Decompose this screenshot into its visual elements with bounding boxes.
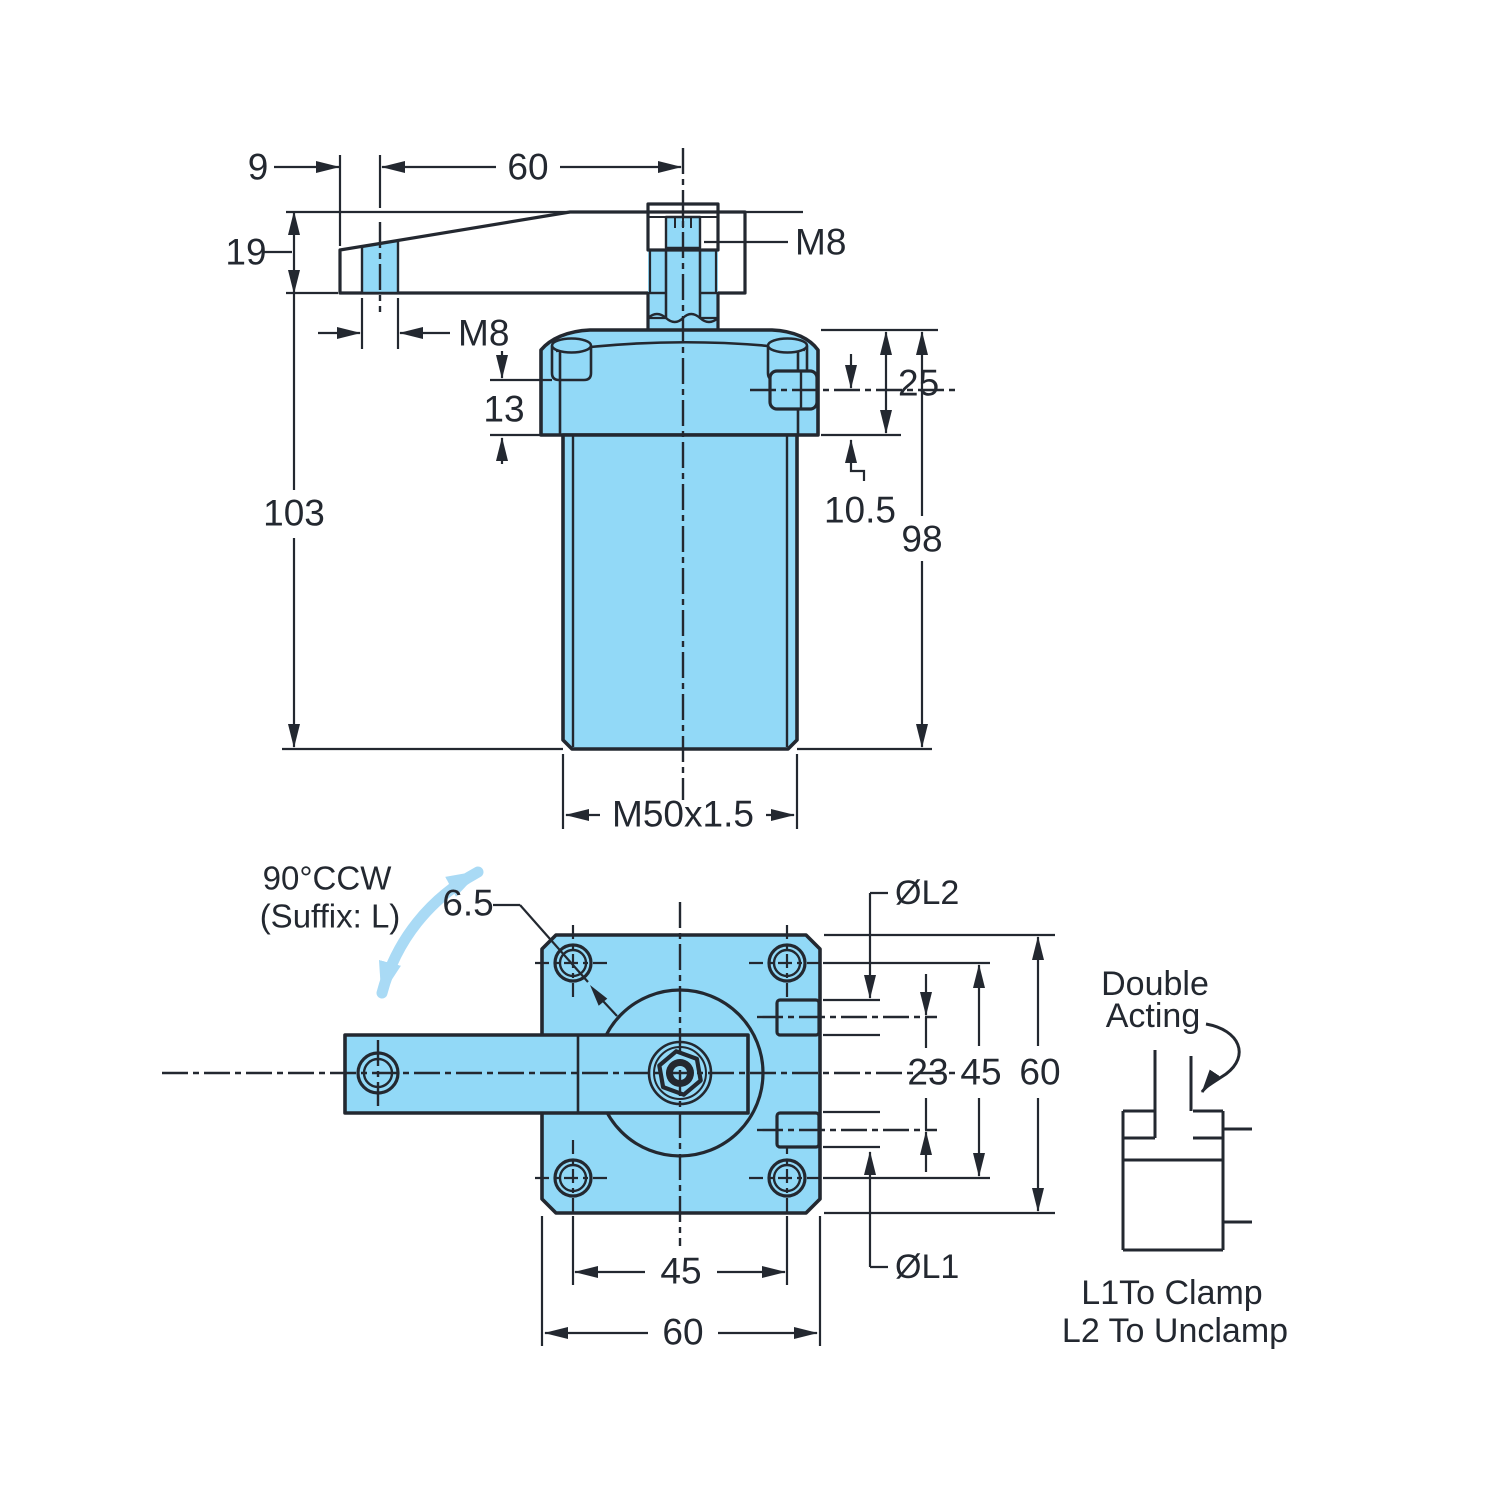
- dim-45-right-label: 45: [960, 1052, 1001, 1093]
- dim-60-bottom-label: 60: [662, 1312, 703, 1353]
- dim-60-right-label: 60: [1019, 1052, 1060, 1093]
- head-lug-left: [550, 346, 593, 382]
- dim-45-bottom-label: 45: [660, 1251, 701, 1292]
- air-ports: [775, 998, 821, 1149]
- rotation-annotation: 90°CCW (Suffix: L): [260, 860, 484, 999]
- mounting-hole: [535, 1140, 611, 1216]
- dim-23-label: 23: [907, 1052, 948, 1093]
- rotation-arrow: [376, 866, 484, 999]
- dim-19-label: 19: [225, 232, 266, 273]
- cylinder-head: [539, 328, 820, 437]
- dia-l2-label: ØL2: [895, 874, 959, 912]
- dim-9-label: 9: [248, 147, 269, 188]
- rotation-label-2: (Suffix: L): [260, 898, 401, 935]
- mounting-hole: [749, 1140, 825, 1216]
- dim-6-5-label: 6.5: [442, 883, 493, 924]
- hole-callout: 6.5: [442, 883, 618, 1017]
- plan-view: 90°CCW (Suffix: L) 6.5 ØL2 ØL1: [162, 860, 1061, 1353]
- dim-98-label: 98: [901, 519, 942, 560]
- cylinder-body: [561, 433, 799, 751]
- dia-l1-label: ØL1: [895, 1248, 959, 1286]
- rotation-label-1: 90°CCW: [263, 860, 393, 897]
- thread-label: M50x1.5: [612, 794, 754, 835]
- double-acting-schematic: Double Acting L1To Clamp L2 To Unclamp: [1062, 965, 1288, 1350]
- mounting-holes: [535, 925, 825, 1216]
- dim-10-5-label: 10.5: [824, 490, 896, 531]
- label-m8-bolt: M8: [795, 222, 846, 263]
- mounting-hole: [749, 925, 825, 1001]
- dim-13-label: 13: [483, 389, 524, 430]
- cylinder-symbol: [1121, 1050, 1252, 1252]
- schematic-leader-arrow: [1200, 1022, 1241, 1093]
- mounting-hole: [535, 925, 611, 1001]
- side-view: 9 60 19 103 M8 M8 13 25: [225, 147, 957, 835]
- schematic-note-unclamp: L2 To Unclamp: [1062, 1312, 1288, 1350]
- schematic-label-2: Acting: [1106, 997, 1201, 1035]
- dim-25-label: 25: [898, 363, 939, 404]
- plan-bottom-dimensions: 45 60: [540, 1216, 822, 1353]
- plan-right-dimensions: ØL2 ØL1 23 45 60: [823, 874, 1061, 1286]
- schematic-note-clamp: L1To Clamp: [1081, 1274, 1262, 1312]
- dim-103-label: 103: [263, 493, 325, 534]
- schematic-label-1: Double: [1101, 965, 1209, 1003]
- label-m8-arm: M8: [458, 313, 509, 354]
- side-view-dimensions: 9 60 19 103 M8 M8 13 25: [225, 147, 942, 835]
- dim-60-label: 60: [507, 147, 548, 188]
